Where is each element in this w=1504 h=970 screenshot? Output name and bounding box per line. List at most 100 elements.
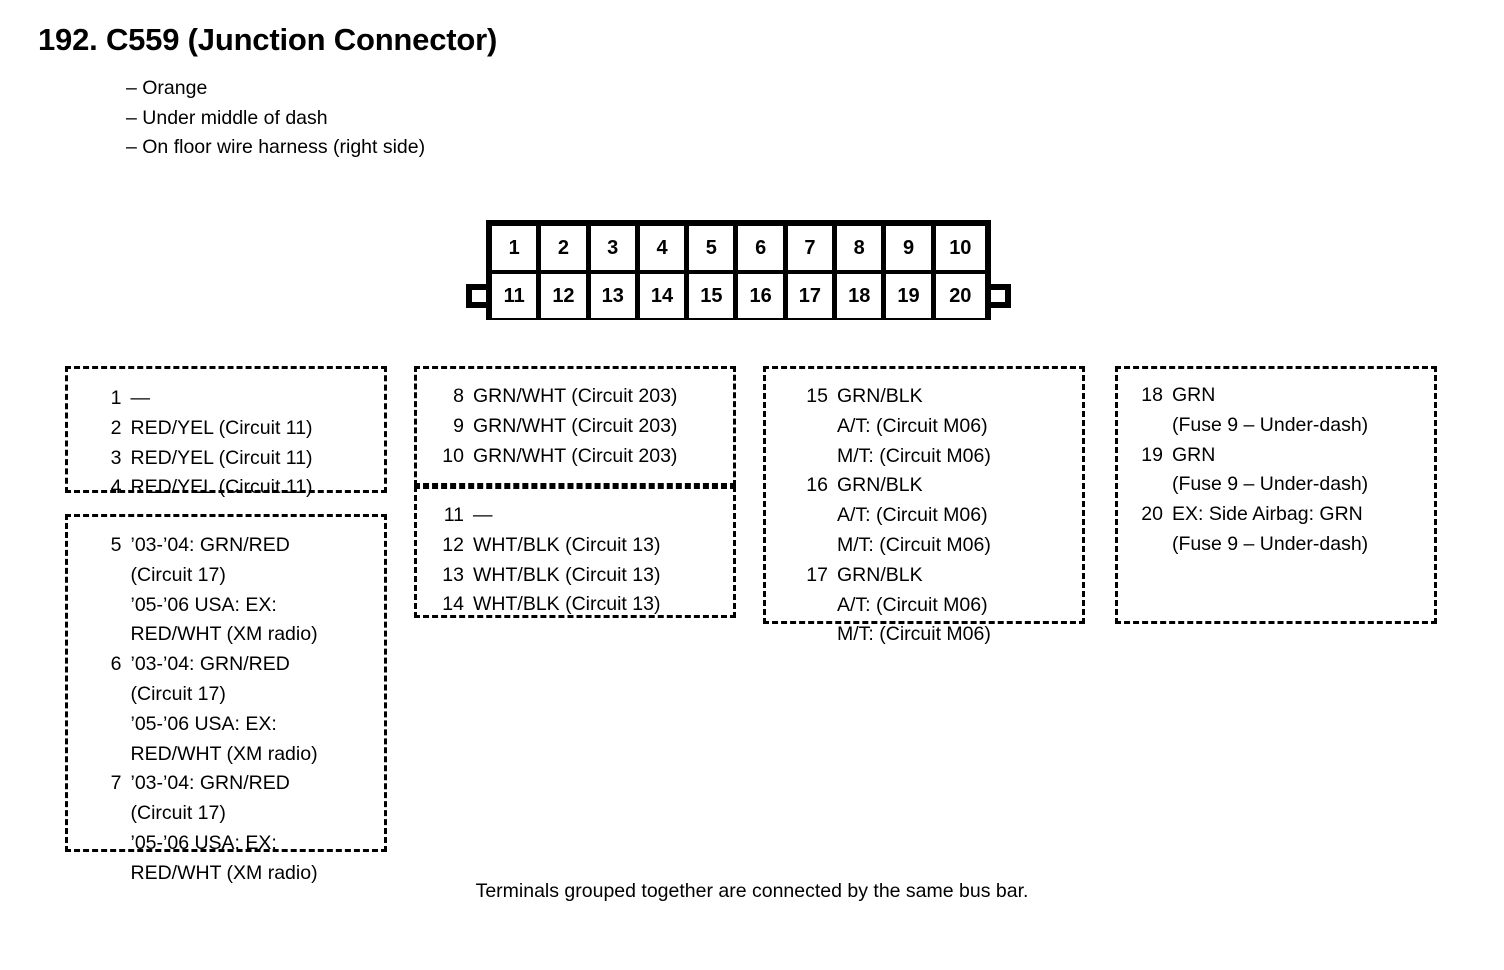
pin-cell-2[interactable]: 2	[541, 226, 591, 270]
pin-cell-7[interactable]: 7	[787, 226, 838, 270]
pin-cell-14[interactable]: 14	[639, 274, 690, 318]
pin-number: 20	[1141, 503, 1163, 526]
pin-description-continuation: (Fuse 9 – Under-dash)	[1172, 413, 1369, 436]
pin-description: WHT/BLK (Circuit 13)	[473, 590, 733, 620]
pin-description-continuation: ’05-’06 USA: EX:	[130, 712, 277, 735]
pin-entry: 19 GRN(Fuse 9 – Under-dash)	[1140, 441, 1434, 501]
pin-description-continuation: A/T: (Circuit M06)	[837, 504, 988, 527]
pin-description-line: —	[473, 504, 493, 526]
pin-entry: 5’03-’04: GRN/RED(Circuit 17)’05-’06 USA…	[110, 531, 384, 650]
pin-number: 13	[442, 563, 464, 586]
bus-bar-footnote: Terminals grouped together are connected…	[475, 880, 1029, 902]
pin-description: RED/YEL (Circuit 11)	[131, 473, 385, 503]
pin-description: WHT/BLK (Circuit 13)	[473, 531, 733, 561]
pin-description-continuation: M/T: (Circuit M06)	[837, 444, 991, 467]
pin-description: ’03-’04: GRN/RED (Circuit 17) ’05-’06 USA:…	[131, 769, 385, 888]
pin-description: GRN/WHT (Circuit 203)	[473, 382, 733, 412]
pin-cell-18[interactable]: 18	[837, 274, 887, 318]
connector-row-bottom: 11 12 13 14 15 16 17 18 19 20	[492, 274, 985, 318]
pin-description-line: RED/YEL (Circuit 11)	[130, 446, 313, 469]
pin-number: 17	[806, 563, 828, 586]
pin-description-continuation: ’05-’06 USA: EX:	[130, 831, 277, 854]
pin-cell-20[interactable]: 20	[935, 274, 985, 318]
pin-description-line: GRN	[1172, 443, 1216, 466]
pin-entry: 20 EX: Side Airbag: GRN (Fuse 9 – Under-da…	[1140, 500, 1434, 560]
pin-entry: 1—	[110, 384, 384, 414]
pin-cell-19[interactable]: 19	[886, 274, 936, 318]
pin-description: GRN/WHT (Circuit 203)	[473, 442, 733, 472]
pin-description: WHT/BLK (Circuit 13)	[473, 561, 733, 591]
pin-cell-8[interactable]: 8	[837, 226, 887, 270]
pin-description-continuation: RED/WHT (XM radio)	[130, 623, 318, 646]
page-title: 192. C559 (Junction Connector)	[38, 22, 498, 57]
pin-cell-12[interactable]: 12	[541, 274, 591, 318]
pin-description-continuation: A/T: (Circuit M06)	[837, 414, 988, 437]
pin-cell-4[interactable]: 4	[639, 226, 690, 270]
pin-entry: 11 —	[441, 501, 733, 531]
pin-cell-11[interactable]: 11	[492, 274, 542, 318]
pin-entry: 6’03-’04: GRN/RED(Circuit 17)’05-’06 USA…	[110, 650, 384, 769]
pin-description-line: RED/YEL (Circuit 11)	[130, 476, 313, 499]
pin-description: ’03-’04: GRN/RED (Circuit 17) ’05-’06 USA:…	[131, 650, 385, 769]
spec-line-location: – Under middle of dash	[126, 106, 328, 129]
pin-entry: 7’03-’04: GRN/RED(Circuit 17)’05-’06 USA…	[110, 769, 384, 888]
pin-description: GRN/WHT (Circuit 203)	[473, 412, 733, 442]
pin-description-continuation: (Fuse 9 – Under-dash)	[1172, 532, 1369, 555]
pin-description-continuation: A/T: (Circuit M06)	[837, 593, 988, 616]
pin-description-line: GRN/WHT (Circuit 203)	[473, 385, 678, 407]
pin-description: EX: Side Airbag: GRN (Fuse 9 – Under-dash…	[1172, 500, 1434, 560]
spec-line-harness: – On floor wire harness (right side)	[126, 136, 426, 158]
pin-description: GRN(Fuse 9 – Under-dash)	[1172, 381, 1434, 441]
pin-list-5-7: 5’03-’04: GRN/RED(Circuit 17)’05-’06 USA…	[68, 517, 384, 889]
pin-number: 19	[1141, 443, 1163, 466]
pin-number: 4	[110, 476, 122, 499]
pin-number: 1	[110, 387, 122, 409]
pin-description-continuation: RED/WHT (XM radio)	[130, 861, 318, 884]
pin-description-continuation: M/T: (Circuit M06)	[837, 533, 991, 556]
pin-number: 12	[442, 533, 464, 556]
pin-description-line: EX: Side Airbag: GRN	[1172, 503, 1363, 526]
pin-cell-6[interactable]: 6	[738, 226, 788, 270]
pin-cell-13[interactable]: 13	[590, 274, 640, 318]
pin-description-continuation: M/T: (Circuit M06)	[837, 623, 991, 646]
connector-tab-left	[466, 284, 486, 308]
pin-description: GRN(Fuse 9 – Under-dash)	[1172, 441, 1434, 501]
pin-cell-17[interactable]: 17	[787, 274, 838, 318]
pin-description: —	[131, 384, 385, 414]
pin-description-line: ’03-’04: GRN/RED	[130, 653, 290, 676]
pin-cell-5[interactable]: 5	[689, 226, 739, 270]
pin-description-continuation: (Circuit 17)	[130, 563, 226, 586]
bus-bar-group-5-7: 5’03-’04: GRN/RED(Circuit 17)’05-’06 USA…	[65, 514, 387, 884]
pin-cell-10[interactable]: 10	[935, 226, 985, 270]
pin-number: 15	[806, 385, 828, 407]
pin-cell-16[interactable]: 16	[738, 274, 788, 318]
pin-description-continuation: (Circuit 17)	[130, 682, 226, 705]
pin-entry: 12 WHT/BLK (Circuit 13)	[441, 531, 733, 561]
pin-description-line: ’03-’04: GRN/RED	[130, 772, 290, 795]
pin-cell-9[interactable]: 9	[886, 226, 936, 270]
pin-cell-1[interactable]: 1	[492, 226, 542, 270]
pin-description-line: GRN/WHT (Circuit 203)	[473, 414, 678, 437]
pin-description: RED/YEL (Circuit 11)	[131, 444, 385, 474]
pin-cell-15[interactable]: 15	[689, 274, 739, 318]
pin-description-line: —	[130, 387, 151, 409]
pin-description-line: WHT/BLK (Circuit 13)	[473, 533, 661, 556]
pin-number: 11	[443, 504, 464, 526]
pin-cell-3[interactable]: 3	[590, 226, 640, 270]
pin-description-continuation: (Circuit 17)	[130, 802, 226, 825]
